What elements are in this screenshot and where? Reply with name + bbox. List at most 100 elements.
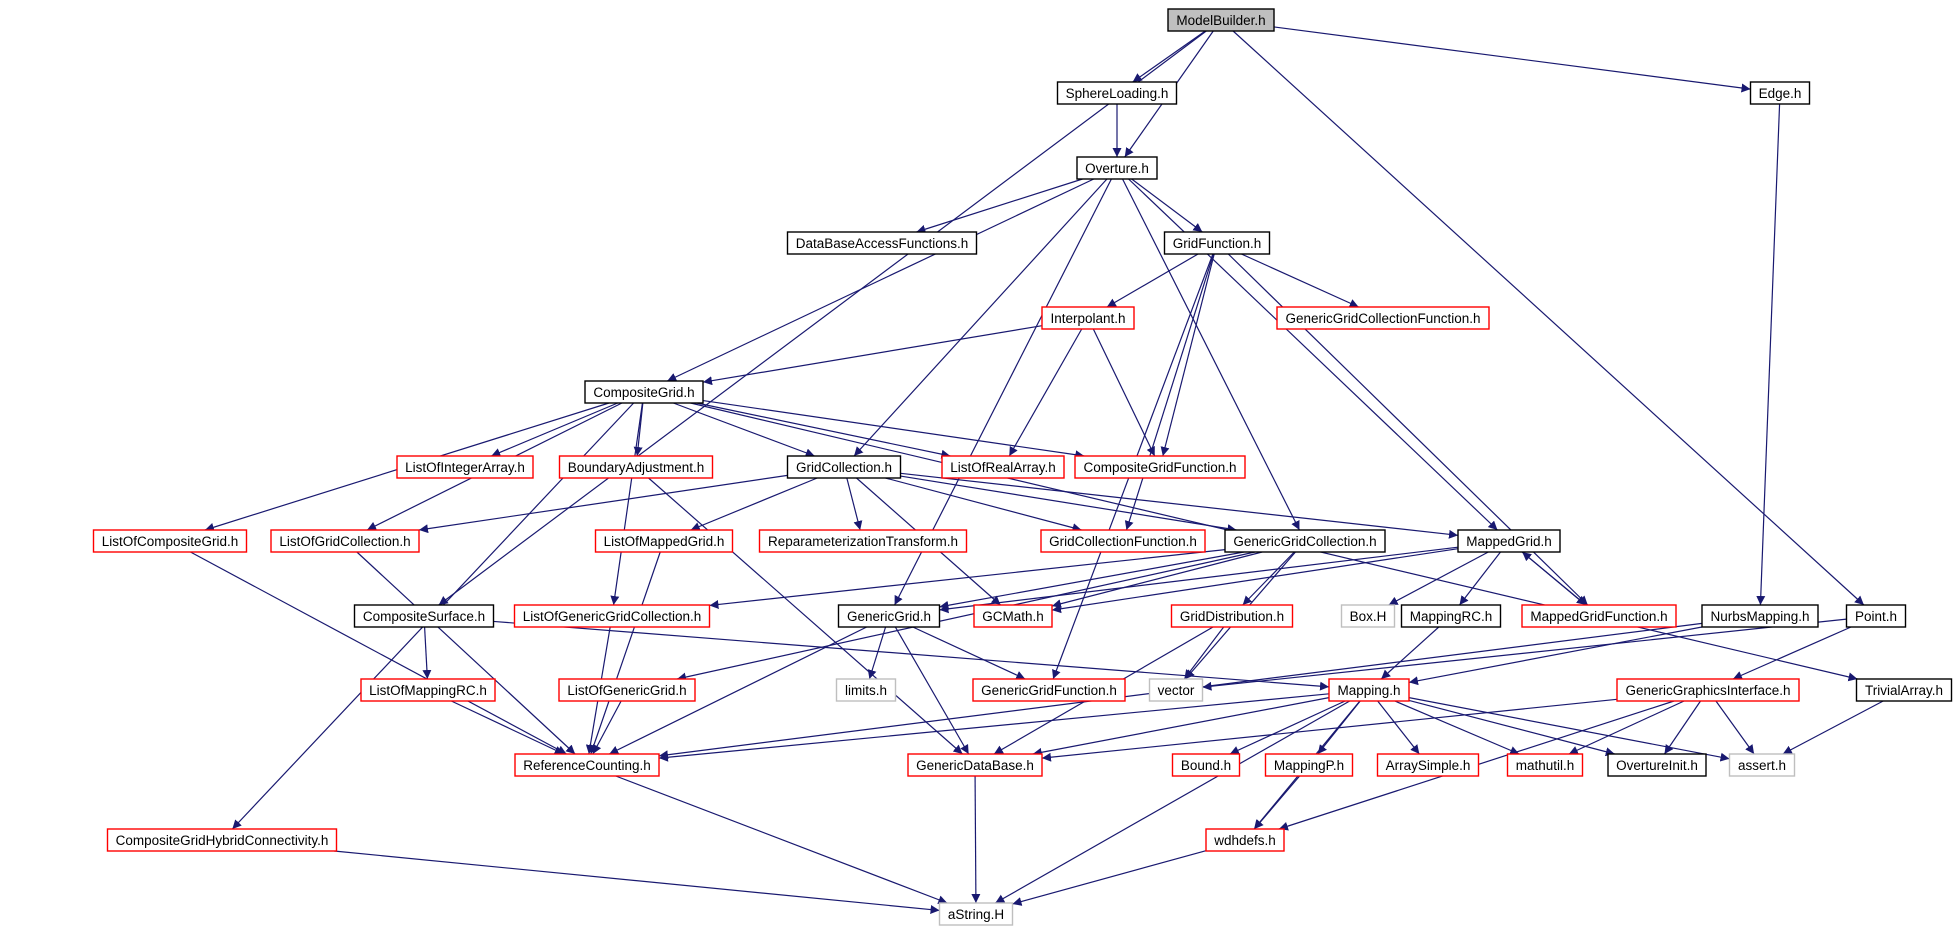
node-label: MappingP.h [1274,758,1344,773]
node-composite-grid-function[interactable]: CompositeGridFunction.h [1074,455,1246,479]
edge-model-builder-to-point [1232,30,1865,606]
node-mapping[interactable]: Mapping.h [1328,678,1410,702]
node-label: GenericDataBase.h [916,758,1034,773]
node-point[interactable]: Point.h [1845,604,1907,628]
node-gcmath[interactable]: GCMath.h [973,604,1053,628]
node-box [973,604,1053,628]
edge-mapping-to-reference-counting [658,693,1330,762]
node-grid-function[interactable]: GridFunction.h [1163,231,1271,255]
node-assert[interactable]: assert.h [1728,753,1796,777]
node-label: wdhdefs.h [1213,833,1276,848]
node-mapped-grid-function[interactable]: MappedGridFunction.h [1521,604,1677,628]
edge-generic-graphics-interface-to-assert [1715,700,1755,755]
node-box [1845,604,1907,628]
node-box [92,529,248,553]
node-generic-grid-collection[interactable]: GenericGridCollection.h [1224,529,1386,553]
node-generic-data-base[interactable]: GenericDataBase.h [907,753,1043,777]
node-grid-distribution[interactable]: GridDistribution.h [1170,604,1294,628]
edge-mapped-grid-to-mapping-rc [1459,551,1501,606]
node-interpolant[interactable]: Interpolant.h [1041,306,1135,330]
node-mathutil[interactable]: mathutil.h [1506,753,1584,777]
edge-grid-function-to-generic-grid-collection-function [1241,253,1359,308]
edge-generic-grid-collection-to-grid-distribution [1242,551,1295,606]
node-generic-grid-collection-function[interactable]: GenericGridCollectionFunction.h [1276,306,1490,330]
node-list-of-integer-array[interactable]: ListOfIntegerArray.h [396,455,534,479]
node-list-of-grid-collection[interactable]: ListOfGridCollection.h [270,529,420,553]
node-box-h[interactable]: Box.H [1340,604,1396,628]
node-boundary-adjustment[interactable]: BoundaryAdjustment.h [558,455,714,479]
node-reference-counting[interactable]: ReferenceCounting.h [514,753,660,777]
node-composite-grid[interactable]: CompositeGrid.h [584,380,704,404]
node-label: Interpolant.h [1050,311,1125,326]
node-label: ArraySimple.h [1386,758,1471,773]
edge-list-of-generic-grid-to-reference-counting [592,700,622,755]
node-label: Box.H [1350,609,1387,624]
edge-composite-grid-to-grid-collection [673,402,815,458]
node-model-builder[interactable]: ModelBuilder.h [1167,8,1275,32]
node-list-of-composite-grid[interactable]: ListOfCompositeGrid.h [92,529,248,553]
node-box [1056,81,1178,105]
edge-mapped-grid-to-gcmath [1051,548,1459,614]
node-label: ReferenceCounting.h [523,758,651,773]
node-mapping-rc[interactable]: MappingRC.h [1400,604,1502,628]
node-grid-collection[interactable]: GridCollection.h [786,455,902,479]
edge-generic-grid-to-generic-grid-function [912,626,1026,680]
edge-generic-grid-collection-to-list-of-generic-grid-collection [709,549,1226,609]
node-list-of-mapping-rc[interactable]: ListOfMappingRC.h [360,678,496,702]
edge-wdhdefs-to-a-string [1012,850,1207,906]
node-limits[interactable]: limits.h [835,678,897,702]
node-overture[interactable]: Overture.h [1076,156,1158,180]
node-label: ModelBuilder.h [1176,13,1265,28]
node-wdhdefs[interactable]: wdhdefs.h [1205,828,1285,852]
node-label: GenericGraphicsInterface.h [1625,683,1790,698]
edge-grid-collection-to-generic-grid-collection [900,475,1237,534]
node-trivial-array[interactable]: TrivialArray.h [1855,678,1953,702]
node-label: SphereLoading.h [1066,86,1169,101]
node-generic-grid[interactable]: GenericGrid.h [837,604,941,628]
edge-generic-graphics-interface-to-overture-init [1663,700,1702,755]
node-box [1205,828,1285,852]
node-composite-grid-hybrid-connectivity[interactable]: CompositeGridHybridConnectivity.h [106,828,338,852]
node-list-of-mapped-grid[interactable]: ListOfMappedGrid.h [594,529,734,553]
edge-mapping-to-generic-data-base [1032,697,1330,757]
node-list-of-generic-grid[interactable]: ListOfGenericGrid.h [558,678,696,702]
node-box [1171,753,1241,777]
node-list-of-generic-grid-collection[interactable]: ListOfGenericGridCollection.h [513,604,711,628]
node-box [558,678,696,702]
node-box [1074,455,1246,479]
edge-generic-grid-collection-to-generic-grid [939,551,1245,610]
node-generic-graphics-interface[interactable]: GenericGraphicsInterface.h [1616,678,1800,702]
node-label: GridCollection.h [796,460,892,475]
node-reparameterization-transform[interactable]: ReparameterizationTransform.h [758,529,968,553]
node-sphere-loading[interactable]: SphereLoading.h [1056,81,1178,105]
node-bound[interactable]: Bound.h [1171,753,1241,777]
node-mapping-p[interactable]: MappingP.h [1264,753,1354,777]
node-box [1041,306,1135,330]
node-box [758,529,968,553]
node-label: GridDistribution.h [1180,609,1284,624]
edge-composite-grid-to-composite-grid-function [702,399,1085,460]
node-grid-collection-function[interactable]: GridCollectionFunction.h [1040,529,1206,553]
edge-composite-grid-to-list-of-real-array [696,402,951,459]
node-box [1340,604,1396,628]
node-array-simple[interactable]: ArraySimple.h [1376,753,1480,777]
edge-point-to-vector [1202,618,1847,691]
node-edge[interactable]: Edge.h [1749,81,1811,105]
node-data-base-access-functions[interactable]: DataBaseAccessFunctions.h [786,231,978,255]
edge-list-of-mapped-grid-to-reference-counting [589,551,661,755]
node-composite-surface[interactable]: CompositeSurface.h [353,604,495,628]
edge-composite-grid-to-list-of-generic-grid-collection [610,402,644,606]
edge-mapping-to-array-simple [1377,700,1420,755]
node-mapped-grid[interactable]: MappedGrid.h [1457,529,1561,553]
node-nurbs-mapping[interactable]: NurbsMapping.h [1701,604,1819,628]
node-overture-init[interactable]: OvertureInit.h [1607,753,1707,777]
node-label: MappedGrid.h [1466,534,1552,549]
node-label: Point.h [1855,609,1897,624]
node-list-of-real-array[interactable]: ListOfRealArray.h [941,455,1065,479]
node-a-string[interactable]: aString.H [938,902,1014,926]
node-vector[interactable]: vector [1148,678,1204,702]
node-generic-grid-function[interactable]: GenericGridFunction.h [972,678,1126,702]
node-box [270,529,420,553]
edge-grid-function-to-grid-collection-function [1124,253,1215,531]
edge-point-to-generic-graphics-interface [1732,626,1852,680]
